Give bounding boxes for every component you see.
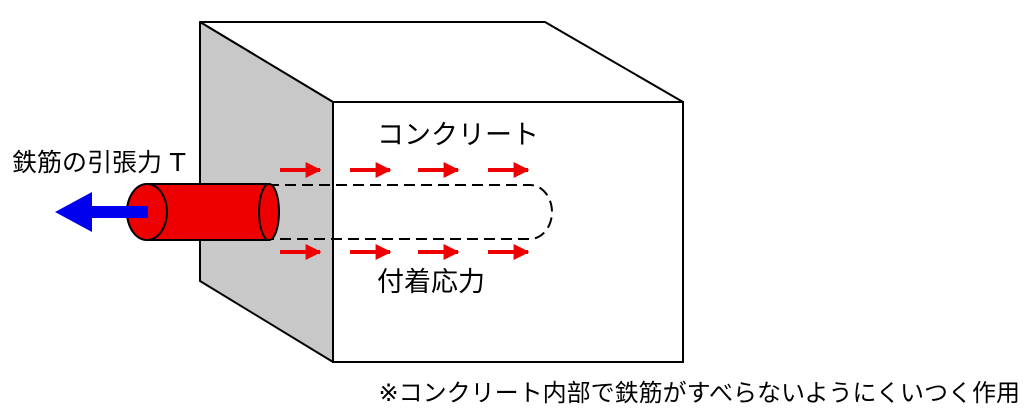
tension-label: 鉄筋の引張力 T <box>12 148 186 177</box>
rebar-back-end <box>258 183 280 241</box>
concrete-label: コンクリート <box>377 120 539 151</box>
rebar <box>126 183 280 241</box>
tension-arrow <box>55 192 148 232</box>
footnote: ※コンクリート内部で鉄筋がすべらないようにくいつく作用 <box>379 379 1020 407</box>
bond-stress-arrows <box>280 162 530 260</box>
concrete-front-face <box>332 101 684 363</box>
embedded-rebar-outline <box>268 184 553 240</box>
bond-stress-label: 付着応力 <box>377 267 485 298</box>
